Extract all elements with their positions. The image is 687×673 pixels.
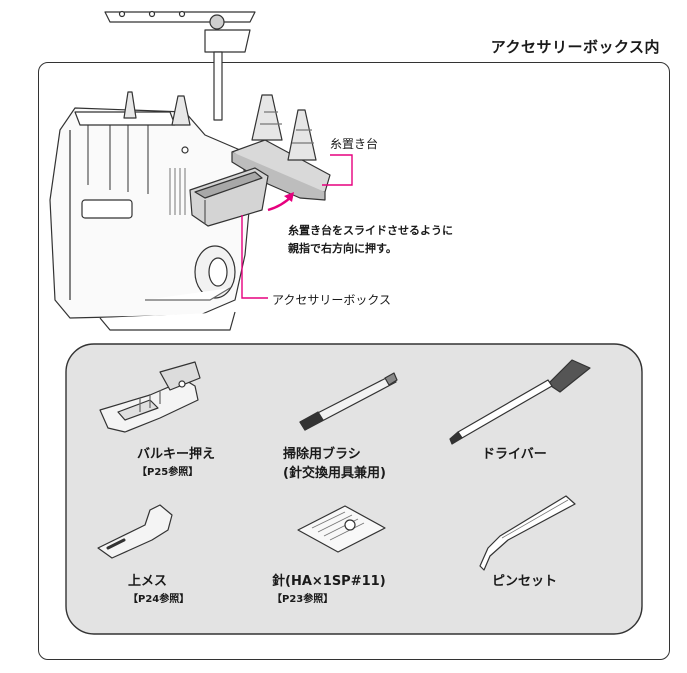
needles-ref: 【P23参照】: [272, 594, 334, 605]
bulky-foot-icon: [99, 361, 201, 433]
bulky-foot-ref: 【P25参照】: [137, 467, 199, 478]
tweezers-name: ピンセット: [492, 574, 558, 589]
needle-packet-icon: [297, 505, 386, 553]
upper-knife-icon: [97, 504, 173, 559]
upper-knife-name: 上メス: [128, 574, 168, 589]
tweezers-icon: [479, 495, 576, 571]
thread-stand-label: 糸置き台: [330, 137, 379, 151]
thread-guide-pole: [213, 51, 223, 121]
instruction-line-1: 糸置き台をスライドさせるように: [288, 224, 453, 237]
thread-stand-leader: [322, 154, 353, 186]
needles-name: 針(HA×1SP#11): [272, 574, 386, 589]
screwdriver-icon: [449, 359, 591, 445]
content-frame: [38, 62, 670, 660]
cleaning-brush-subname: (針交換用具兼用): [283, 466, 386, 481]
upper-knife-ref: 【P24参照】: [128, 594, 190, 605]
thread-guide-knob: [209, 14, 225, 30]
accessory-box-leader: [241, 215, 268, 299]
cleaning-brush-icon: [299, 372, 398, 431]
screwdriver-name: ドライバー: [482, 447, 547, 462]
bulky-foot-name: バルキー押え: [137, 447, 216, 462]
cleaning-brush-name: 掃除用ブラシ: [283, 447, 361, 462]
section-title: アクセサリーボックス内: [490, 38, 660, 56]
instruction-line-2: 親指で右方向に押す。: [288, 242, 397, 255]
accessory-box-label: アクセサリーボックス: [272, 293, 392, 307]
